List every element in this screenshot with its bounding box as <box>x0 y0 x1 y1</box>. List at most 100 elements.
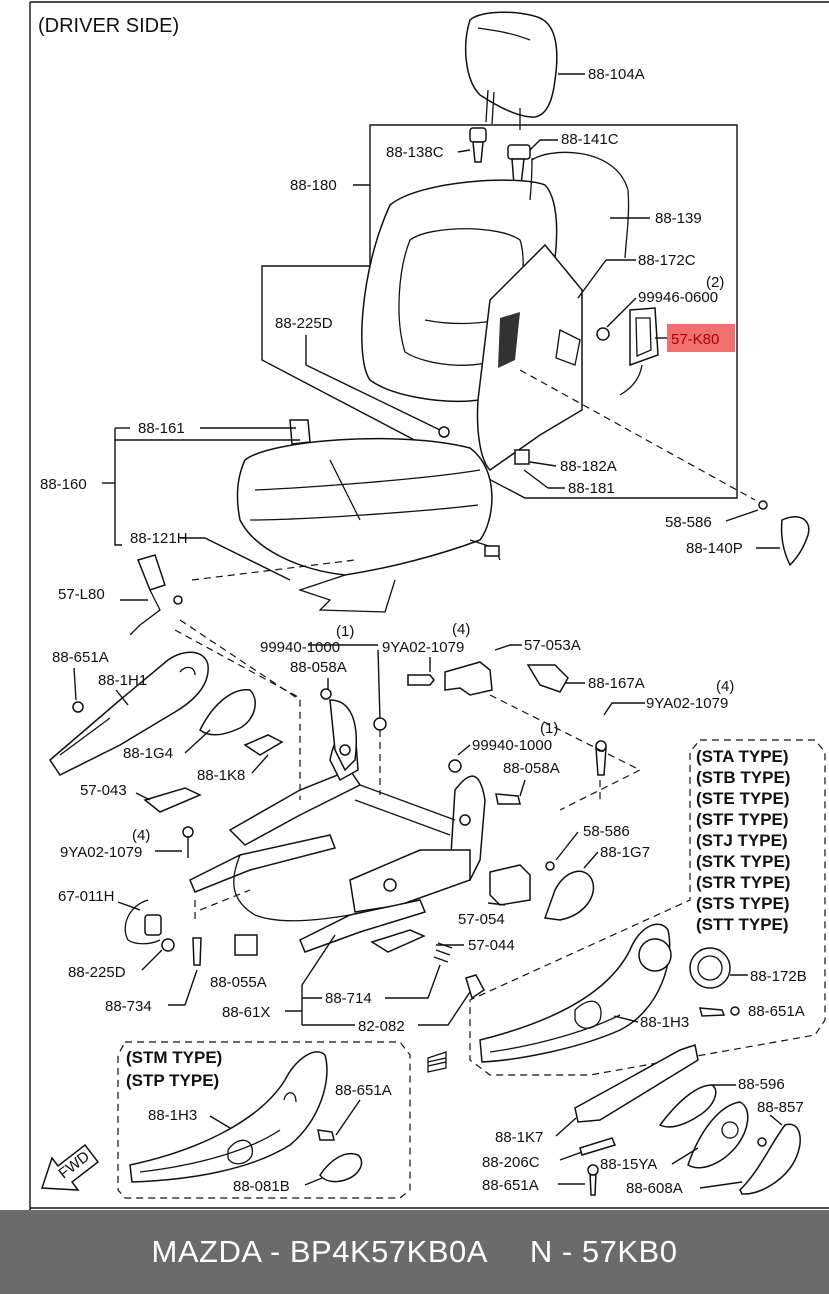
label-88-651A-bottom: 88-651A <box>482 1177 539 1194</box>
label-99940-1000-top: 99940-1000 <box>260 639 340 656</box>
label-88-608A: 88-608A <box>626 1180 683 1197</box>
lever-88-081B-illustration <box>319 1153 363 1183</box>
label-88-734: 88-734 <box>105 998 152 1015</box>
label-88-141C: 88-141C <box>561 131 619 148</box>
label-82-082: 82-082 <box>358 1018 405 1035</box>
type-1-item-7: (STS TYPE) <box>696 894 790 913</box>
label-qty-1-top: (1) <box>336 623 354 640</box>
label-88-104A: 88-104A <box>588 66 645 83</box>
label-qty-4-left: (4) <box>132 827 150 844</box>
label-99946-0600: 99946-0600 <box>638 289 718 306</box>
label-88-857: 88-857 <box>757 1099 804 1116</box>
cover-57-054-illustration <box>489 864 531 906</box>
label-88-651A-left: 88-651A <box>52 649 109 666</box>
label-88-180: 88-180 <box>290 177 337 194</box>
label-9YA02-1079-top: 9YA02-1079 <box>382 639 464 656</box>
connector-88-055A-illustration <box>234 934 258 956</box>
cover-88-1K8-illustration <box>243 734 284 756</box>
label-88-1H3-right: 88-1H3 <box>640 1014 689 1031</box>
label-88-172C: 88-172C <box>638 252 696 269</box>
label-58-586-lower: 58-586 <box>583 823 630 840</box>
label-9YA02-1079-left: 9YA02-1079 <box>60 844 142 861</box>
seatback-wire-illustration <box>531 151 630 259</box>
type-1-item-8: (STT TYPE) <box>696 915 789 934</box>
label-88-167A: 88-167A <box>588 675 645 692</box>
bolt-88-058A-mid-illustration <box>495 793 521 805</box>
bolt-88-058A-top-illustration <box>320 688 332 700</box>
label-88-225D-lower: 88-225D <box>68 964 126 981</box>
cover-88-1G7-illustration <box>543 870 595 921</box>
label-88-1H1: 88-1H1 <box>98 672 147 689</box>
bracket-88-206C-illustration <box>579 1137 617 1156</box>
label-qty-2: (2) <box>706 274 724 291</box>
label-88-140P: 88-140P <box>686 540 743 557</box>
type-group-box-2 <box>117 1041 411 1199</box>
label-88-121H: 88-121H <box>130 530 188 547</box>
type-1-item-5: (STK TYPE) <box>696 852 790 871</box>
seat-cushion-illustration <box>236 419 501 613</box>
clip-58-586-upper-illustration <box>758 500 768 510</box>
label-88-206C: 88-206C <box>482 1154 540 1171</box>
seatbelt-buckle-57-L80-illustration <box>129 554 183 636</box>
headrest-guide-illustration <box>469 127 531 186</box>
label-qty-1-mid: (1) <box>540 720 558 737</box>
label-88-225D-upper: 88-225D <box>275 315 333 332</box>
type-group-box-1 <box>469 739 826 1076</box>
side-cover-88-1H3-power-illustration <box>479 923 672 1063</box>
label-88-15YA: 88-15YA <box>600 1156 657 1173</box>
type-2-item-0: (STM TYPE) <box>126 1048 222 1067</box>
label-57-054: 57-054 <box>458 911 505 928</box>
diagram-title: (DRIVER SIDE) <box>38 15 179 37</box>
label-88-081B: 88-081B <box>233 1178 290 1195</box>
fwd-arrow-icon: FWD <box>40 1143 100 1191</box>
label-88-172B: 88-172B <box>750 968 807 985</box>
type-list-2: (STM TYPE) (STP TYPE) <box>126 1048 222 1090</box>
screw-88-651A-right-illustration <box>699 1007 726 1017</box>
label-88-651A-right: 88-651A <box>748 1003 805 1020</box>
label-88-714: 88-714 <box>325 990 372 1007</box>
label-88-181: 88-181 <box>568 480 615 497</box>
type-1-item-3: (STF TYPE) <box>696 810 789 829</box>
type-1-item-0: (STA TYPE) <box>696 747 789 766</box>
bracket-88-182A-illustration <box>514 449 530 465</box>
label-57-043: 57-043 <box>80 782 127 799</box>
seat-parts-diagram: (DRIVER SIDE) 88-104A 88-180 88-138C 88-… <box>29 1 829 1210</box>
recline-lever-88-140P-illustration <box>780 516 810 567</box>
lever-88-608A-illustration <box>739 1123 801 1195</box>
clip-88-225D-lower-illustration <box>161 938 175 952</box>
footer-bar: MAZDA - BP4K57KB0A N - 57KB0 <box>0 1210 829 1294</box>
side-airbag-module-illustration <box>596 307 659 396</box>
label-88-1K8: 88-1K8 <box>197 767 245 784</box>
clip-58-586-lower-illustration <box>545 861 555 871</box>
type-1-item-6: (STR TYPE) <box>696 873 790 892</box>
screw-88-651A-manual-illustration <box>317 1129 335 1141</box>
label-88-61X: 88-61X <box>222 1004 270 1021</box>
spring-illustration <box>433 942 453 963</box>
label-88-161: 88-161 <box>138 420 185 437</box>
label-99940-1000-mid: 99940-1000 <box>472 737 552 754</box>
label-88-058A-top: 88-058A <box>290 659 347 676</box>
seat-adjuster-frame-illustration <box>189 699 486 953</box>
clip-88-225D-illustration <box>438 426 450 438</box>
label-57-L80: 57-L80 <box>58 586 105 603</box>
cover-88-15YA-illustration <box>687 1101 749 1169</box>
side-cover-88-1H3-manual-illustration <box>129 1051 328 1183</box>
type-1-item-1: (STB TYPE) <box>696 768 790 787</box>
nut-99940-1000-mid-illustration <box>448 759 462 773</box>
highlight-box-57-K80 <box>667 324 735 352</box>
side-cover-88-1H1-illustration <box>49 651 209 776</box>
cover-57-043-illustration <box>143 787 202 813</box>
label-88-1K7: 88-1K7 <box>495 1129 543 1146</box>
cover-57-044-illustration <box>370 929 426 953</box>
cover-88-1G4-illustration <box>199 689 256 736</box>
label-58-586-upper: 58-586 <box>665 514 712 531</box>
label-qty-4-top: (4) <box>452 621 470 638</box>
label-88-651A-manual: 88-651A <box>335 1082 392 1099</box>
label-88-182A: 88-182A <box>560 458 617 475</box>
label-88-596: 88-596 <box>738 1076 785 1093</box>
bolt-9YA02-1079-top-illustration <box>407 674 435 686</box>
label-88-058A-mid: 88-058A <box>503 760 560 777</box>
label-qty-4-right: (4) <box>716 678 734 695</box>
footer-part-number: MAZDA - BP4K57KB0A <box>151 1234 488 1269</box>
knob-88-172B-illustration <box>689 947 731 989</box>
